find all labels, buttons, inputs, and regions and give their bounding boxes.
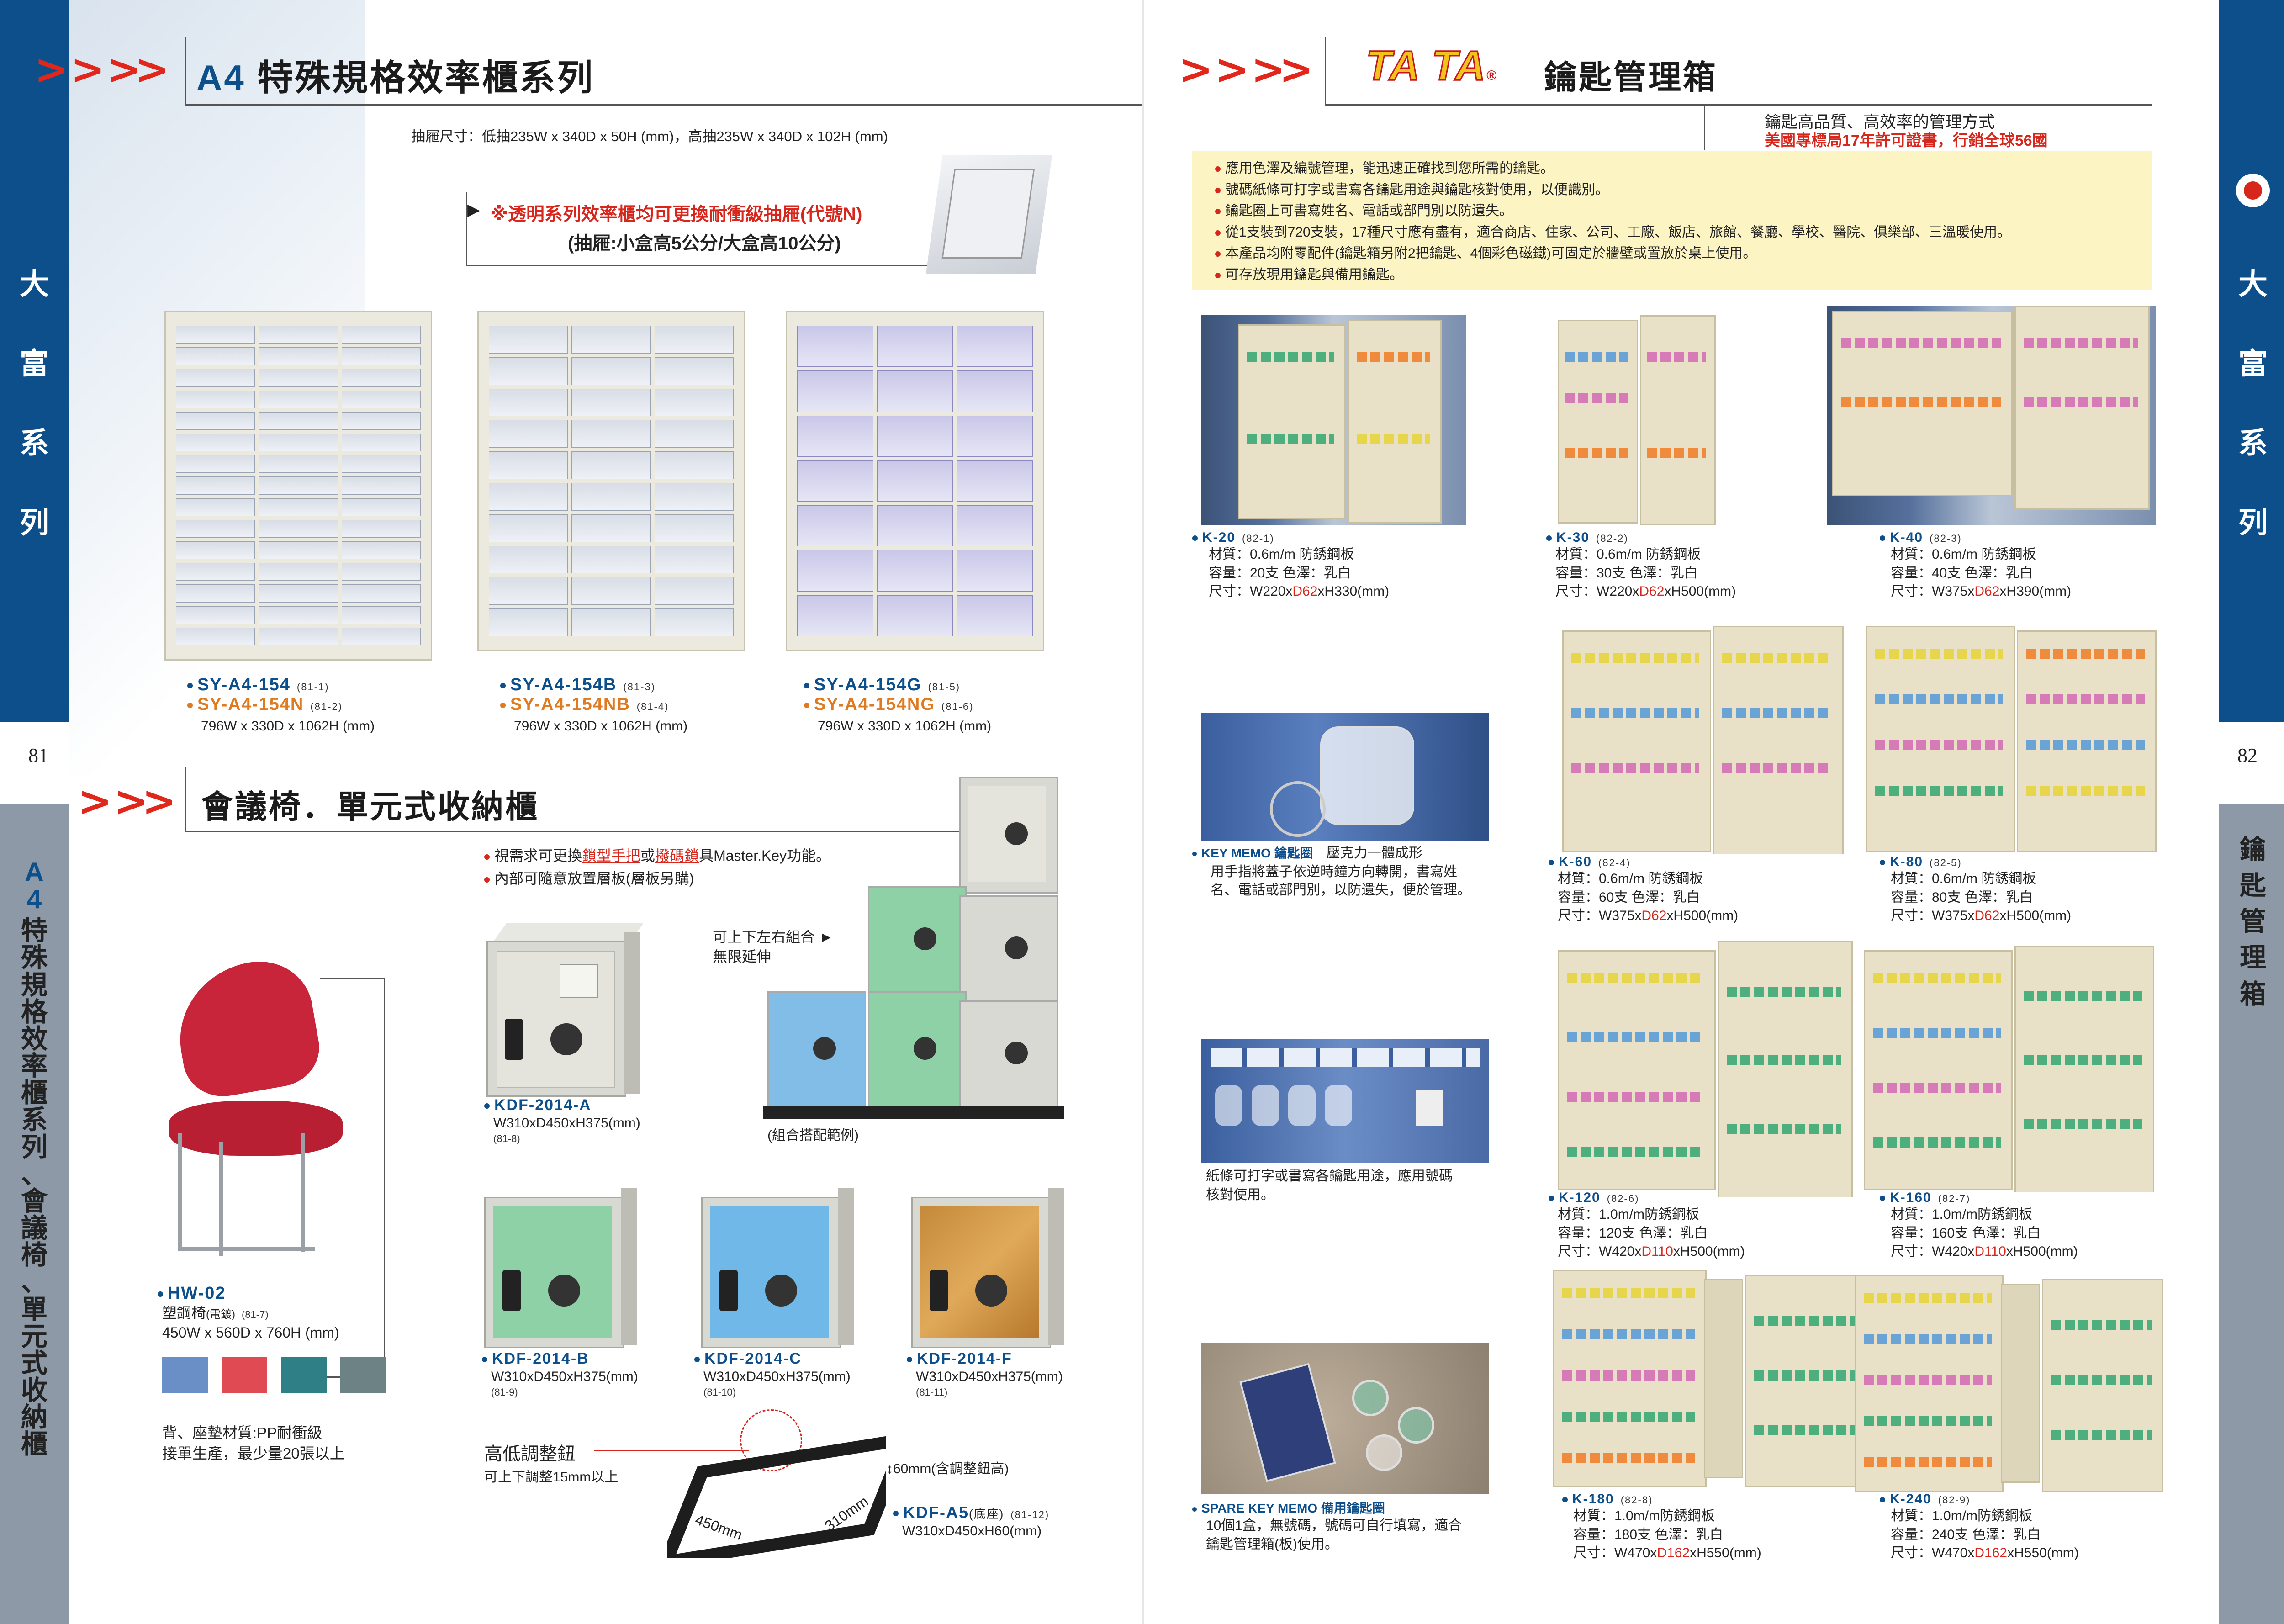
a4-section-title: A4 特殊規格效率櫃系列 — [196, 58, 595, 98]
kdf-2014-a-label: KDF-2014-A W310xD450xH375(mm) (81-8) — [484, 1096, 640, 1145]
spare-key-memo-image — [1201, 1343, 1489, 1494]
combine-caption: (組合搭配範例) — [767, 1128, 859, 1143]
k-40-image — [1827, 306, 2156, 525]
chair-hw-02-image — [151, 950, 379, 1261]
kdf-2014-a-image — [486, 923, 644, 1097]
meeting-header-divider — [185, 767, 186, 831]
base-kdf-a5-image — [667, 1421, 886, 1558]
k-30-image — [1553, 315, 1718, 525]
base-height-note: ↕60mm(含調整鈕高) — [886, 1461, 1009, 1476]
page-fold — [1142, 0, 1144, 1624]
meeting-header-underline — [185, 831, 962, 832]
meeting-bullet-1: 視需求可更換鎖型手把或撥碼鎖具Master.Key功能。 — [484, 846, 830, 866]
key-memo-text: KEY MEMO 鑰匙圈 壓克力一體成形 用手指將蓋子依逆時鐘方向轉開，書寫姓 … — [1192, 844, 1471, 900]
a4-product-3-label: SY-A4-154G(81-5) SY-A4-154NG(81-6) 796W … — [804, 675, 991, 736]
key-strip-text: 紙條可打字或書寫各鑰匙用途，應用號碼 核對使用。 — [1206, 1169, 1453, 1202]
right-band-bottom — [2219, 804, 2284, 1624]
cabinet-sy-a4-154-image — [164, 311, 432, 661]
spare-key-memo-text: SPARE KEY MEMO 備用鑰匙圈 10個1盒，無號碼，號碼可自行填寫，適… — [1192, 1498, 1462, 1554]
kdf-2014-c-label: KDF-2014-C W310xD450xH375(mm) (81-10) — [694, 1350, 851, 1398]
k-160-image — [1864, 946, 2156, 1192]
swatch-red — [222, 1357, 267, 1393]
chair-color-swatches — [162, 1357, 400, 1396]
k-240-spec: K-240(82-9) 材質：1.0m/m防銹鋼板 容量：240支 色澤：乳白 … — [1880, 1492, 2079, 1563]
a4-header-underline — [185, 104, 1142, 106]
k-80-spec: K-80(82-5) 材質：0.6m/m 防銹鋼板 容量：80支 色澤：乳白 尺… — [1880, 854, 2071, 926]
seal-icon — [2236, 174, 2270, 207]
base-pointer-line — [594, 1450, 749, 1451]
chair-label: HW-02 塑鋼椅(電鍍)(81-7) 450W x 560D x 760H (… — [158, 1284, 339, 1343]
k-20-spec: K-20(82-1) 材質：0.6m/m 防銹鋼板 容量：20支 色澤：乳白 尺… — [1192, 530, 1389, 601]
meeting-header-chevrons: >>> — [78, 778, 176, 825]
kdf-2014-c-image — [701, 1179, 854, 1348]
page-number-right: 82 — [2237, 744, 2258, 767]
keybox-header-chevrons: >>>> — [1179, 46, 1314, 94]
swatch-grey — [340, 1357, 386, 1393]
k-120-spec: K-120(82-6) 材質：1.0m/m防銹鋼板 容量：120支 色澤：乳白 … — [1549, 1190, 1745, 1261]
k-240-image — [1855, 1275, 2165, 1494]
base-label: 高低調整鈕 可上下調整15mm以上 — [484, 1444, 619, 1485]
meeting-bullet-2: 內部可隨意放置層板(層板另購) — [484, 869, 694, 889]
chair-material: 背、座墊材質:PP耐衝級 接單生產，最少量20張以上 — [162, 1424, 345, 1462]
meeting-section-title: 會議椅．單元式收納櫃 — [201, 789, 539, 825]
k-180-image — [1553, 1270, 1868, 1489]
keybox-header-underline — [1325, 104, 2152, 106]
k-180-spec: K-180(82-8) 材質：1.0m/m防銹鋼板 容量：180支 色澤：乳白 … — [1562, 1492, 1761, 1563]
key-memo-image — [1201, 713, 1489, 841]
keybox-feature-list: 應用色澤及編號管理，能迅速正確找到您所需的鑰匙。 號碼紙條可打字或書寫各鑰匙用途… — [1192, 151, 2152, 290]
a4-product-2-label: SY-A4-154B(81-3) SY-A4-154NB(81-4) 796W … — [500, 675, 687, 736]
kdf-2014-b-image — [484, 1179, 637, 1348]
base-knob-highlight — [740, 1409, 802, 1471]
cabinet-sy-a4-154b-image — [477, 311, 745, 651]
right-band-top-text: 大 富 系 列 — [2238, 268, 2268, 539]
keybox-section-title: 鑰匙管理箱 — [1544, 59, 1718, 96]
kdf-2014-f-image — [911, 1179, 1064, 1348]
k-60-spec: K-60(82-4) 材質：0.6m/m 防銹鋼板 容量：60支 色澤：乳白 尺… — [1549, 854, 1738, 926]
k-80-image — [1866, 626, 2158, 854]
cabinet-sy-a4-154g-image — [786, 311, 1044, 651]
k-120-image — [1558, 941, 1855, 1197]
keybox-tagline-box: 鑰匙高品質、高效率的管理方式 美國專標局17年許可證書，行銷全球56國 — [1704, 104, 2153, 150]
k-60-image — [1562, 626, 1845, 854]
a4-header-divider — [185, 37, 186, 105]
a4-product-1-label: SY-A4-154(81-1) SY-A4-154N(81-2) 796W x … — [187, 675, 375, 736]
left-band-bottom-text: A 4 特 殊 規 格 效 率 櫃 系 列 、 會 議 椅 、 單 元 式 收 … — [21, 857, 48, 1460]
a4-header-chevrons: >>>> — [34, 46, 169, 94]
kdf-2014-b-label: KDF-2014-B W310xD450xH375(mm) (81-9) — [482, 1350, 638, 1398]
kdf-2014-f-label: KDF-2014-F W310xD450xH375(mm) (81-11) — [907, 1350, 1063, 1398]
combination-stack-image — [758, 777, 1078, 1142]
keybox-header-divider — [1325, 37, 1326, 105]
base-kdf-a5-label: KDF-A5(底座)(81-12) W310xD450xH60(mm) — [893, 1503, 1049, 1541]
a4-drawer-size: 抽屜尺寸：低抽235W x 340D x 50H (mm)，高抽235W x 3… — [411, 128, 888, 144]
k-160-spec: K-160(82-7) 材質：1.0m/m防銹鋼板 容量：160支 色澤：乳白 … — [1880, 1190, 2078, 1261]
k-20-image — [1201, 315, 1466, 525]
tata-logo: TA TA® — [1365, 42, 1497, 90]
swatch-teal — [281, 1357, 327, 1393]
drawer-tray-image — [925, 155, 1052, 274]
right-band-bottom-text: 鑰 匙 管 理 箱 — [2239, 835, 2266, 1009]
k-30-spec: K-30(82-2) 材質：0.6m/m 防銹鋼板 容量：30支 色澤：乳白 尺… — [1546, 530, 1736, 601]
swatch-blue — [162, 1357, 208, 1393]
k-40-spec: K-40(82-3) 材質：0.6m/m 防銹鋼板 容量：40支 色澤：乳白 尺… — [1880, 530, 2071, 601]
page-number-left: 81 — [28, 744, 48, 767]
a4-notice: ▶ ※透明系列效率櫃均可更換耐衝級抽屜(代號N) (抽屜:小盒高5公分/大盒高1… — [466, 192, 933, 266]
left-band-bottom — [0, 804, 69, 1624]
left-band-top — [0, 0, 69, 722]
key-strip-image — [1201, 1039, 1489, 1163]
left-band-top-text: 大 富 系 列 — [20, 268, 49, 539]
right-band-top — [2219, 0, 2284, 722]
combine-label: 可上下左右組合 ► 無限延伸 — [713, 929, 834, 965]
